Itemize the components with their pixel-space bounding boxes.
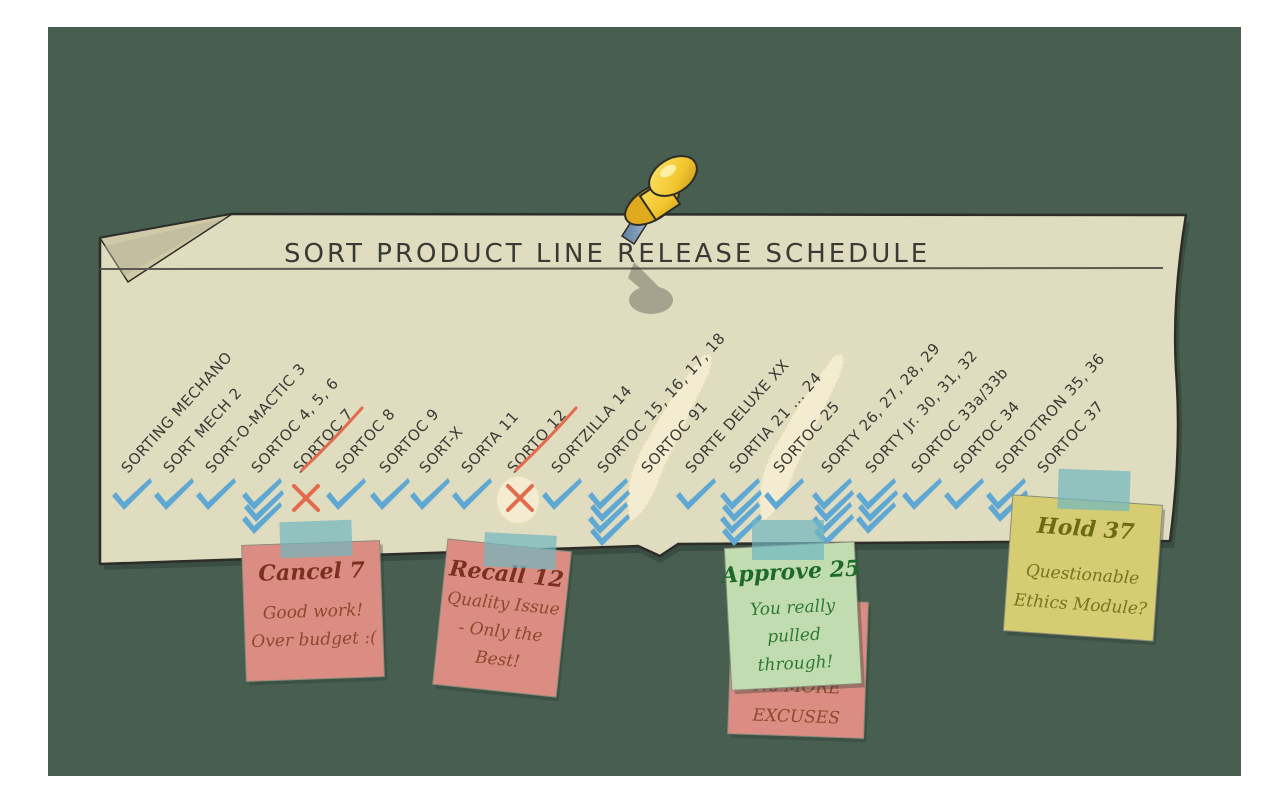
checkmark-icon [590, 490, 630, 522]
schedule-title: SORT PRODUCT LINE RELEASE SCHEDULE [284, 239, 930, 269]
checkmark-icon [154, 478, 194, 510]
smudge-mark [758, 353, 845, 524]
checkmark-icon [856, 478, 896, 510]
checkmark-icon [452, 478, 492, 510]
note-line: Over budget :( [251, 628, 377, 652]
strikethrough-mark [514, 406, 578, 472]
pushpin-icon [620, 155, 698, 246]
checkmark-icon [590, 514, 630, 546]
checkmark-icon [542, 478, 582, 510]
checkmark-icon [722, 490, 762, 522]
strikethrough-mark [300, 406, 364, 472]
cross-mark-icon [292, 484, 320, 512]
checkmark-icon [986, 478, 1026, 510]
note-line: EXCUSES [751, 705, 840, 728]
checkmark-icon [720, 502, 760, 534]
checkmark-icon [242, 478, 282, 510]
checkmark-icon [326, 478, 366, 510]
tape-strip [1057, 468, 1131, 512]
checkmark-icon [588, 502, 628, 534]
checkmark-icon [588, 478, 628, 510]
checkmark-icon [944, 478, 984, 510]
sticky-notes: Cancel 7 Good work! Over budget :( Recall 1… [241, 468, 1166, 743]
checkmark-icon [856, 502, 896, 534]
checkmark-icon [812, 478, 852, 510]
cross-mark-icon [506, 484, 534, 512]
smudge-mark [626, 353, 713, 524]
note-line: through! [757, 652, 834, 676]
checkmark-icon [370, 478, 410, 510]
tape-strip [752, 520, 824, 560]
pin-shadow [628, 262, 673, 314]
checkmark-icon [720, 478, 760, 510]
note-line: pulled [767, 625, 822, 648]
checkmark-icon [858, 490, 898, 522]
tape-strip [279, 519, 353, 559]
checkmark-icon [814, 490, 854, 522]
checkmark-icon [112, 478, 152, 510]
note-title: Cancel 7 [258, 557, 366, 587]
note-line: Good work! [263, 600, 364, 623]
note-line: Best! [473, 647, 521, 672]
checkmark-icon [242, 502, 282, 534]
checkmark-icon [676, 478, 716, 510]
checkmark-icon [410, 478, 450, 510]
title-underline [99, 267, 1164, 270]
note-line: You really [750, 596, 836, 620]
checkmark-icon [196, 478, 236, 510]
checkmark-icon [902, 478, 942, 510]
schedule-paper [98, 212, 1188, 566]
tape-strip [483, 532, 557, 570]
checkmark-icon [244, 490, 284, 522]
note-cancel: Cancel 7 Good work! Over budget :( [241, 540, 388, 686]
checkmark-icon [764, 478, 804, 510]
